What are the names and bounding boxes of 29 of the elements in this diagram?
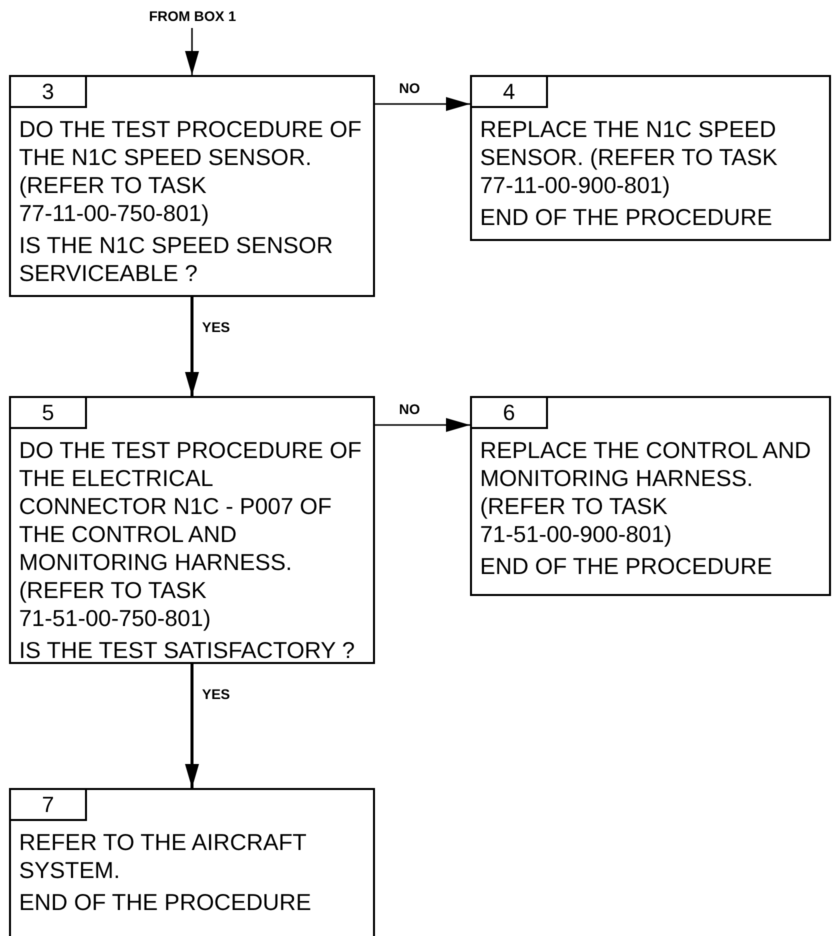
step-text: IS THE TEST SATISFACTORY ? (18, 636, 356, 664)
step-text: DO THE TEST PROCEDURE OF THE N1C SPEED SENSOR. (REFER TO TASK 77-11-00-750-801) (18, 115, 363, 227)
step-number: 6 (472, 398, 548, 429)
step-number: 7 (11, 790, 87, 821)
edge-label: NO (397, 401, 422, 417)
arrow (375, 418, 470, 432)
process-box (9, 788, 375, 936)
process-box (470, 396, 831, 596)
step-text: END OF THE PROCEDURE (479, 203, 774, 231)
step-text: REPLACE THE N1C SPEED SENSOR. (REFER TO TASK 77-11-00-900-801) (479, 115, 778, 199)
step-text: DO THE TEST PROCEDURE OF THE ELECTRICAL CONNECTOR N1C - P007 OF THE CONTROL AND MONITORING HARNESS. (REFER TO TASK 71-51-00-750-801) (18, 436, 363, 632)
step-number: 4 (472, 77, 548, 108)
step-text: REFER TO THE AIRCRAFT SYSTEM. (18, 828, 308, 884)
step-text: END OF THE PROCEDURE (18, 888, 312, 916)
arrow (185, 297, 199, 396)
process-box (470, 75, 831, 241)
step-text: REPLACE THE CONTROL AND MONITORING HARNESS. (REFER TO TASK 71-51-00-900-801) (479, 436, 812, 548)
edge-label: YES (200, 686, 232, 702)
step-number: 5 (11, 398, 87, 429)
arrow (185, 28, 199, 75)
process-box (9, 75, 375, 297)
edge-label: YES (200, 319, 232, 335)
source-label: FROM BOX 1 (125, 8, 260, 28)
step-number: 3 (11, 77, 87, 108)
step-text: IS THE N1C SPEED SENSOR SERVICEABLE ? (18, 231, 334, 287)
step-text: END OF THE PROCEDURE (479, 552, 774, 580)
arrow (375, 97, 470, 111)
edge-label: NO (397, 80, 422, 96)
process-box (9, 396, 375, 664)
